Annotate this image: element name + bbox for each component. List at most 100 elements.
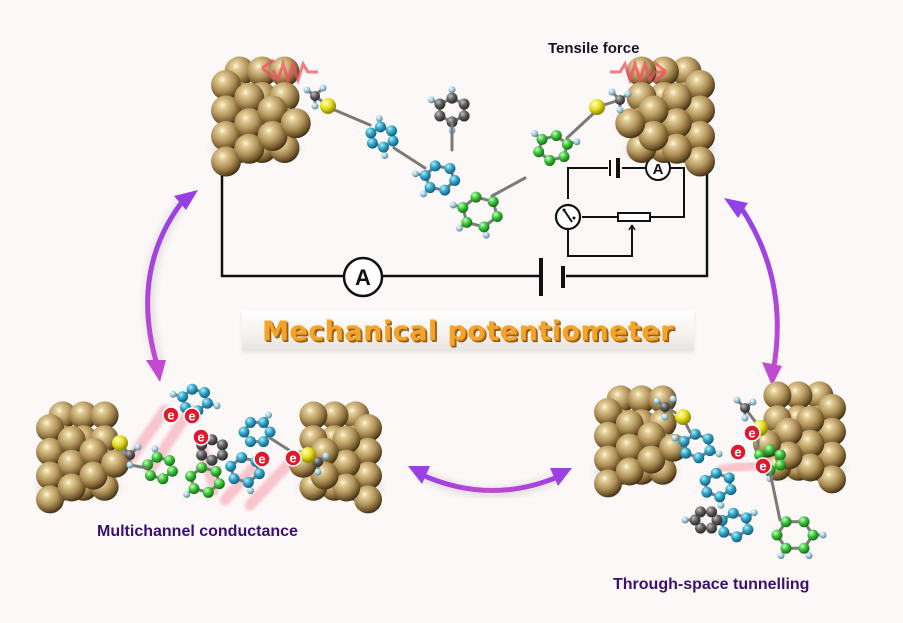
carbon-atom-green	[544, 154, 556, 166]
electrode-bottom-left	[36, 401, 130, 514]
gold-atom	[299, 401, 328, 430]
ammeter-label: A	[355, 265, 371, 290]
electrode-br-left	[594, 385, 688, 498]
hydrogen-atom	[134, 443, 142, 451]
hydrogen-atom	[183, 490, 191, 498]
gold-atom	[57, 473, 86, 502]
carbon-atom-blue	[228, 473, 240, 485]
carbon-atom-gray	[216, 449, 228, 461]
hydrogen-atom	[455, 224, 463, 232]
gold-atom	[257, 121, 288, 151]
hydrogen-atom	[247, 487, 255, 495]
inset-ammeter-label: A	[653, 161, 664, 178]
carbon-atom	[313, 457, 323, 467]
hydrogen-atom	[819, 531, 827, 539]
carbon-atom-green	[807, 529, 819, 541]
carbon-atom-blue	[702, 433, 714, 445]
carbon-atom	[125, 450, 135, 460]
gold-atom	[69, 401, 98, 430]
main-circuit	[220, 160, 709, 278]
electron-marker: e	[253, 450, 271, 468]
carbon-atom-blue	[714, 491, 726, 503]
carbon-atom-green	[213, 478, 225, 490]
through-space-tunnelling-label: Through-space tunnelling	[613, 576, 810, 593]
carbon-atom-green	[202, 486, 214, 498]
sulfur-atom	[675, 409, 691, 425]
carbon-atom-gray	[706, 506, 717, 518]
carbon-atom-blue	[258, 436, 269, 448]
carbon-atom-blue	[375, 121, 387, 133]
carbon-atom-blue	[699, 474, 711, 486]
sulfur-atom	[589, 99, 605, 115]
carbon-atom-green	[780, 516, 792, 528]
carbon-atom-blue	[723, 472, 735, 484]
carbon-atom	[740, 403, 750, 413]
gold-atom	[234, 133, 265, 164]
carbon-atom-gray	[446, 116, 458, 128]
carbon-atom	[660, 402, 670, 412]
carbon-atom-green	[491, 211, 503, 223]
gold-atom	[234, 108, 265, 139]
electron-symbol: e	[289, 451, 296, 466]
hydrogen-atom	[624, 90, 632, 98]
hydrogen-atom	[805, 552, 813, 560]
carbon-atom-green	[771, 529, 783, 541]
carbon-atom-green	[196, 462, 208, 474]
hydrogen-atom	[169, 390, 177, 398]
carbon-atom-blue	[245, 436, 256, 448]
carbon-atom-green	[151, 451, 163, 463]
inset-battery	[609, 158, 620, 178]
hydrogen-atom	[749, 398, 757, 406]
ammeter-main: A	[342, 256, 384, 298]
hydrogen-atom	[671, 434, 679, 442]
gold-atom	[257, 95, 288, 126]
gold-atom	[211, 70, 241, 100]
carbon-atom-blue	[238, 426, 250, 438]
gold-atom	[685, 95, 715, 126]
hydrogen-atom	[411, 170, 419, 178]
carbon-atom-blue	[242, 476, 254, 488]
gold-atom	[615, 457, 644, 486]
gold-atom	[101, 449, 130, 478]
gold-atom	[637, 421, 666, 450]
carbon-atom-blue	[258, 416, 269, 428]
carbon-atom-blue	[177, 391, 189, 403]
carbon-atom-gray	[711, 514, 723, 526]
electron-marker: e	[743, 424, 761, 442]
electron-symbol: e	[734, 445, 741, 460]
hydrogen-atom	[653, 397, 661, 405]
electron-marker: e	[192, 428, 210, 446]
hydrogen-atom	[265, 411, 272, 419]
carbon-atom-green	[774, 459, 786, 471]
gold-atom	[36, 414, 64, 442]
circuit-wire-right	[566, 160, 709, 278]
carbon-atom	[310, 91, 320, 101]
gold-electrodes	[36, 56, 846, 514]
carbon-atom-green	[461, 216, 473, 228]
carbon-atom-green	[558, 151, 570, 163]
carbon-atom-gray	[216, 439, 228, 451]
tunnelling-path	[124, 404, 171, 466]
carbon-atom-blue	[727, 507, 739, 519]
carbon-atom-blue	[680, 447, 692, 459]
carbon-atom-blue	[449, 175, 461, 187]
carbon-atom-blue	[386, 125, 398, 137]
sulfur-atom	[112, 435, 128, 451]
carbon-atom-gray	[196, 449, 208, 461]
carbon-atom-green	[536, 133, 548, 145]
gold-atom	[594, 469, 622, 498]
hydrogen-atom	[375, 114, 383, 122]
gold-atom	[57, 449, 86, 478]
carbon-atom-blue	[718, 526, 730, 538]
multichannel-conductance-label: Multichannel conductance	[97, 523, 298, 540]
electrode-top-left	[211, 56, 311, 177]
gold-atom	[796, 429, 825, 458]
electron-symbol: e	[759, 459, 766, 474]
hydrogen-atom	[681, 516, 689, 524]
carbon-atom-blue	[742, 524, 754, 536]
force-arrow-left	[261, 58, 318, 86]
carbon-atom-gray	[689, 514, 701, 526]
